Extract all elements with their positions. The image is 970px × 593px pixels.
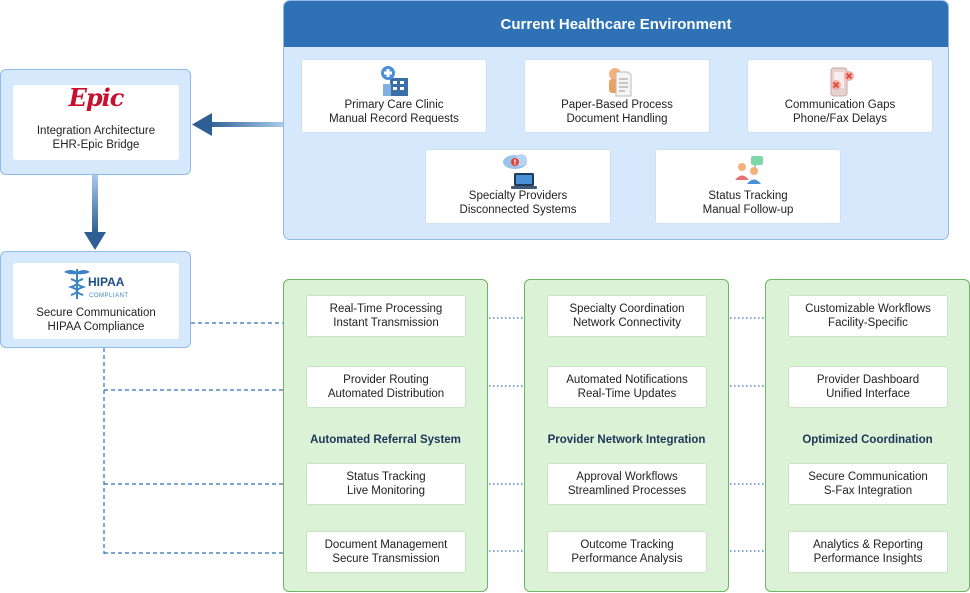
caduceus-icon <box>64 269 90 299</box>
card-line1: Approval Workflows <box>576 471 678 483</box>
card-line2: Live Monitoring <box>347 485 425 497</box>
column-title: Optimized Coordination <box>802 434 933 446</box>
integration-panel: Epic Integration Architecture EHR-Epic B… <box>0 69 191 175</box>
column-card[interactable]: Outcome Tracking Performance Analysis <box>547 531 707 573</box>
epic-logo: Epic <box>68 83 125 112</box>
security-dashed-links <box>103 318 306 558</box>
column-card[interactable]: Real-Time Processing Instant Transmissio… <box>306 295 466 337</box>
card-line2: Unified Interface <box>826 388 910 400</box>
card-line1: Provider Dashboard <box>816 374 920 386</box>
env-card-line1: Primary Care Clinic <box>344 99 444 111</box>
hipaa-logo-subtext: COMPLIANT <box>89 293 129 299</box>
column-card[interactable]: Approval Workflows Streamlined Processes <box>547 463 707 505</box>
phone-fax-icon <box>830 67 854 97</box>
env-card-line1: Status Tracking <box>708 190 788 202</box>
security-panel: HIPAA COMPLIANT Secure Communication HIP… <box>0 251 191 348</box>
hipaa-logo-text: HIPAA <box>88 275 125 289</box>
cloud-laptop-icon <box>503 154 537 189</box>
security-line2: HIPAA Compliance <box>47 321 145 333</box>
card-line1: Real-Time Processing <box>329 303 443 315</box>
healthcare-environment-panel: Current Healthcare Environment Primary C… <box>283 0 949 240</box>
card-line2: Facility-Specific <box>828 317 908 329</box>
env-card-line2: Manual Record Requests <box>329 113 459 125</box>
card-line1: Outcome Tracking <box>580 539 674 551</box>
env-card-paper-process[interactable]: Paper-Based Process Document Handling <box>524 59 710 133</box>
card-line2: Instant Transmission <box>333 317 439 329</box>
card-line2: S-Fax Integration <box>823 485 913 497</box>
card-line1: Provider Routing <box>343 374 429 386</box>
column-title: Provider Network Integration <box>547 434 706 446</box>
people-chat-icon <box>735 156 763 184</box>
column-card[interactable]: Automated Notifications Real-Time Update… <box>547 366 707 408</box>
card-line2: Performance Analysis <box>571 553 683 565</box>
card-line1: Specialty Coordination <box>569 303 685 315</box>
column-automated-referral: Real-Time Processing Instant Transmissio… <box>283 279 488 592</box>
card-line2: Secure Transmission <box>332 553 440 565</box>
env-card-specialty-providers[interactable]: Specialty Providers Disconnected Systems <box>425 149 611 224</box>
column-card[interactable]: Provider Routing Automated Distribution <box>306 366 466 408</box>
column-card[interactable]: Provider Dashboard Unified Interface <box>788 366 948 408</box>
clinic-icon <box>381 66 408 96</box>
env-card-line1: Paper-Based Process <box>561 99 673 111</box>
env-card-line1: Communication Gaps <box>784 99 896 111</box>
column-card[interactable]: Specialty Coordination Network Connectiv… <box>547 295 707 337</box>
card-line2: Real-Time Updates <box>577 388 677 400</box>
card-line1: Automated Notifications <box>566 374 688 386</box>
column-card[interactable]: Document Management Secure Transmission <box>306 531 466 573</box>
env-card-line1: Specialty Providers <box>468 190 568 202</box>
column-card[interactable]: Status Tracking Live Monitoring <box>306 463 466 505</box>
column-provider-network: Specialty Coordination Network Connectiv… <box>524 279 729 592</box>
paper-document-icon <box>609 68 632 97</box>
environment-title: Current Healthcare Environment <box>284 1 948 47</box>
env-card-status-tracking[interactable]: Status Tracking Manual Follow-up <box>655 149 841 224</box>
card-line1: Secure Communication <box>808 471 928 483</box>
column-card[interactable]: Secure Communication S-Fax Integration <box>788 463 948 505</box>
card-line1: Status Tracking <box>346 471 426 483</box>
integration-card[interactable]: Epic Integration Architecture EHR-Epic B… <box>13 85 179 160</box>
integration-to-security-arrow <box>84 175 106 250</box>
column-title: Automated Referral System <box>310 434 461 446</box>
card-line2: Network Connectivity <box>572 317 681 329</box>
card-line2: Performance Insights <box>813 553 923 565</box>
env-card-line2: Document Handling <box>566 113 668 125</box>
env-card-line2: Manual Follow-up <box>702 204 794 216</box>
column-card[interactable]: Analytics & Reporting Performance Insigh… <box>788 531 948 573</box>
env-card-communication-gaps[interactable]: Communication Gaps Phone/Fax Delays <box>747 59 933 133</box>
card-line2: Automated Distribution <box>327 388 445 400</box>
integration-line1: Integration Architecture <box>36 125 156 137</box>
integration-line2: EHR-Epic Bridge <box>52 139 140 151</box>
env-card-line2: Phone/Fax Delays <box>793 113 887 125</box>
env-card-line2: Disconnected Systems <box>459 204 577 216</box>
env-card-primary-care[interactable]: Primary Care Clinic Manual Record Reques… <box>301 59 487 133</box>
card-line2: Streamlined Processes <box>567 485 687 497</box>
security-line1: Secure Communication <box>36 307 156 319</box>
column-card[interactable]: Customizable Workflows Facility-Specific <box>788 295 948 337</box>
env-to-integration-arrow <box>192 113 283 136</box>
card-line1: Customizable Workflows <box>805 303 931 315</box>
security-card[interactable]: HIPAA COMPLIANT Secure Communication HIP… <box>13 263 179 339</box>
card-line1: Analytics & Reporting <box>813 539 923 551</box>
column-optimized-coordination: Customizable Workflows Facility-Specific… <box>765 279 970 592</box>
card-line1: Document Management <box>324 539 448 551</box>
